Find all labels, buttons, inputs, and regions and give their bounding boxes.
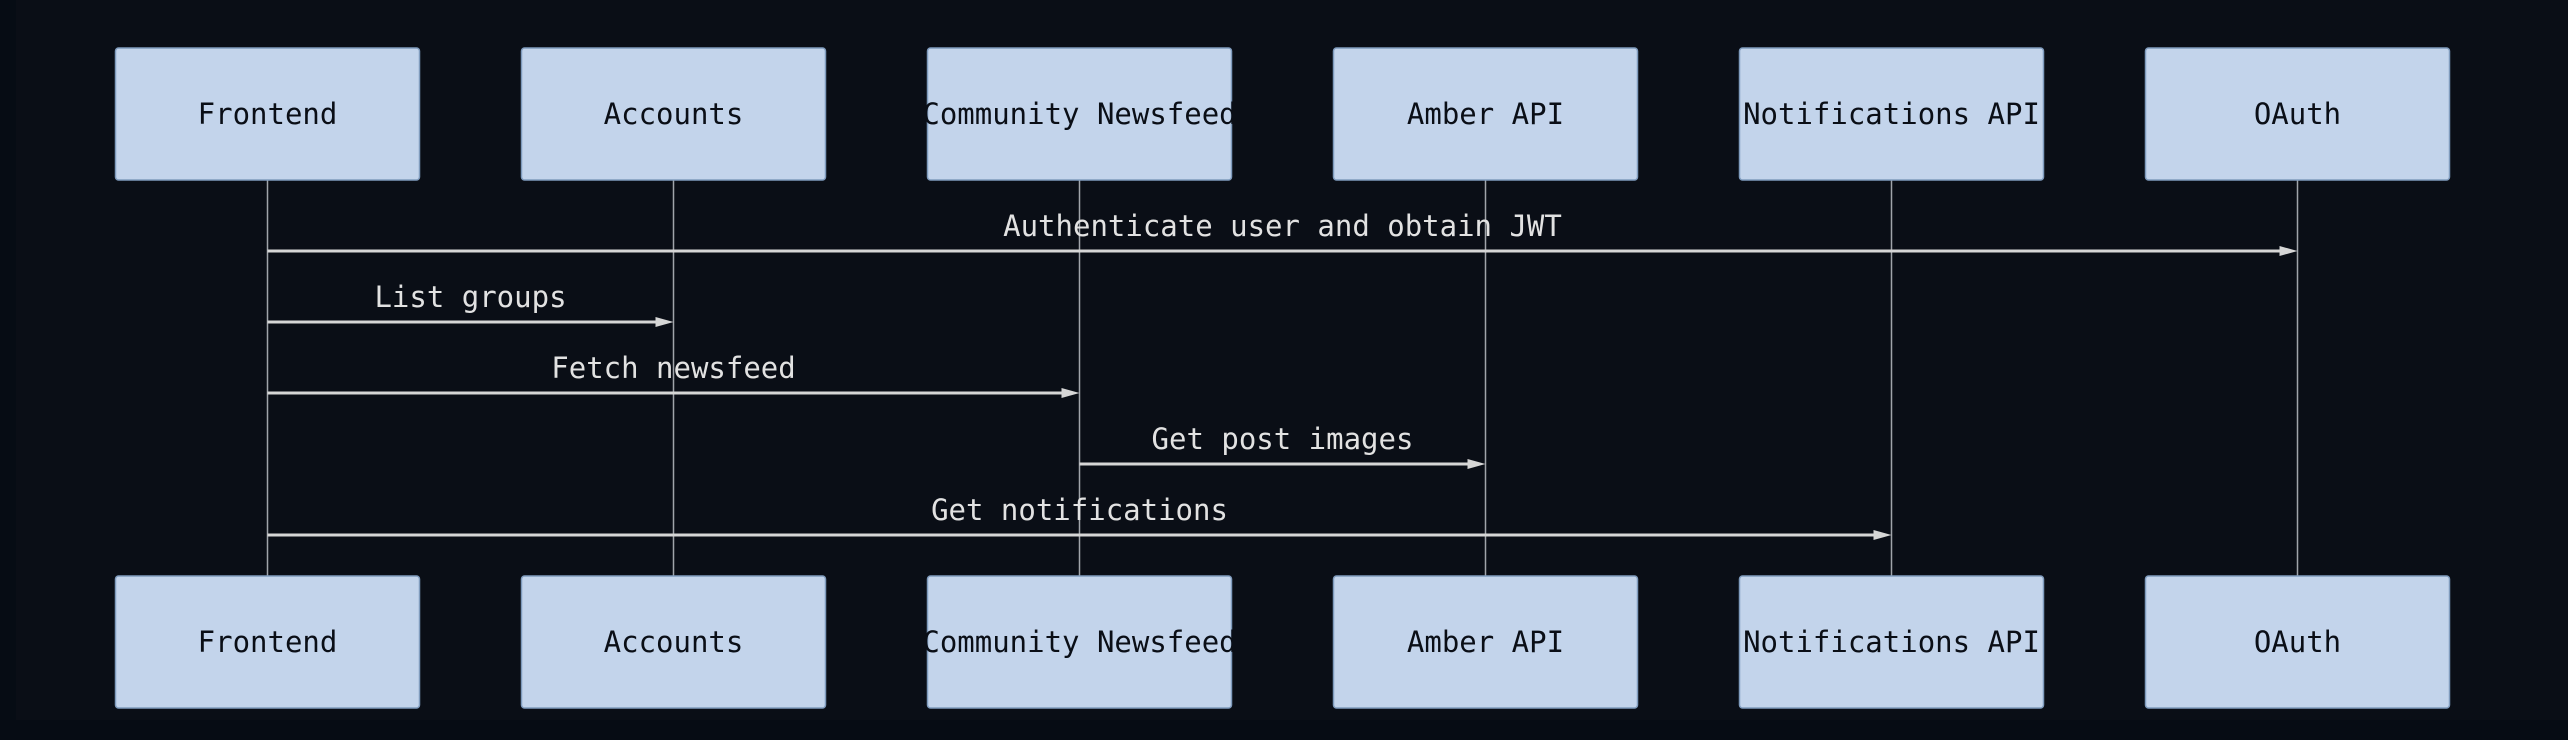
actor-box	[2144, 575, 2451, 709]
message-label: Fetch newsfeed	[551, 351, 795, 385]
actor-label: Frontend	[198, 97, 338, 131]
actor-label: Notifications API	[1743, 97, 2040, 131]
actor-label: Community Newsfeed	[922, 97, 1236, 131]
actor-box	[926, 575, 1233, 709]
actor-bottom-accounts[interactable]: Accounts	[520, 575, 827, 709]
message-0: Authenticate user and obtain JWT	[267, 209, 2298, 256]
actor-label: Amber API	[1407, 625, 1564, 659]
actor-bottom-amber-api[interactable]: Amber API	[1332, 575, 1639, 709]
actor-bottom-frontend[interactable]: Frontend	[114, 575, 421, 709]
message-4: Get notifications	[267, 493, 1892, 540]
actor-label: Notifications API	[1743, 625, 2040, 659]
message-3: Get post images	[1079, 422, 1486, 469]
message-2: Fetch newsfeed	[267, 351, 1080, 398]
actor-label: Amber API	[1407, 97, 1564, 131]
arrowhead-icon	[2279, 246, 2298, 256]
actor-box	[114, 575, 421, 709]
arrowhead-icon	[655, 317, 674, 327]
actor-box	[1738, 575, 2045, 709]
actor-box	[1332, 575, 1639, 709]
actor-top-notifications-api[interactable]: Notifications API	[1738, 47, 2045, 181]
message-1: List groups	[267, 280, 674, 327]
actor-label: OAuth	[2254, 625, 2341, 659]
message-label: List groups	[374, 280, 566, 314]
arrowhead-icon	[1467, 459, 1486, 469]
lifelines	[266, 180, 2299, 576]
actor-box	[1738, 47, 2045, 181]
actor-box	[520, 575, 827, 709]
actor-top-accounts[interactable]: Accounts	[520, 47, 827, 181]
actor-bottom-notifications-api[interactable]: Notifications API	[1738, 575, 2045, 709]
messages: Authenticate user and obtain JWT List gro…	[267, 209, 2298, 540]
actor-top-community-newsfeed[interactable]: Community Newsfeed	[922, 47, 1237, 181]
actor-box	[1332, 47, 1639, 181]
actor-box	[114, 47, 421, 181]
actor-bottom-community-newsfeed[interactable]: Community Newsfeed	[922, 575, 1237, 709]
actor-label: Accounts	[604, 625, 744, 659]
actor-box	[520, 47, 827, 181]
message-label: Authenticate user and obtain JWT	[1003, 209, 1562, 243]
message-label: Get notifications	[931, 493, 1228, 527]
actor-label: Frontend	[198, 625, 338, 659]
actor-top-frontend[interactable]: Frontend	[114, 47, 421, 181]
actor-label: Community Newsfeed	[922, 625, 1236, 659]
actor-bottom-oauth[interactable]: OAuth	[2144, 575, 2451, 709]
actor-top-oauth[interactable]: OAuth	[2144, 47, 2451, 181]
actor-label: Accounts	[604, 97, 744, 131]
arrowhead-icon	[1873, 530, 1892, 540]
actor-box	[2144, 47, 2451, 181]
actor-label: OAuth	[2254, 97, 2341, 131]
message-label: Get post images	[1152, 422, 1414, 456]
actor-box	[926, 47, 1233, 181]
arrowhead-icon	[1061, 388, 1080, 398]
actor-top-amber-api[interactable]: Amber API	[1332, 47, 1639, 181]
